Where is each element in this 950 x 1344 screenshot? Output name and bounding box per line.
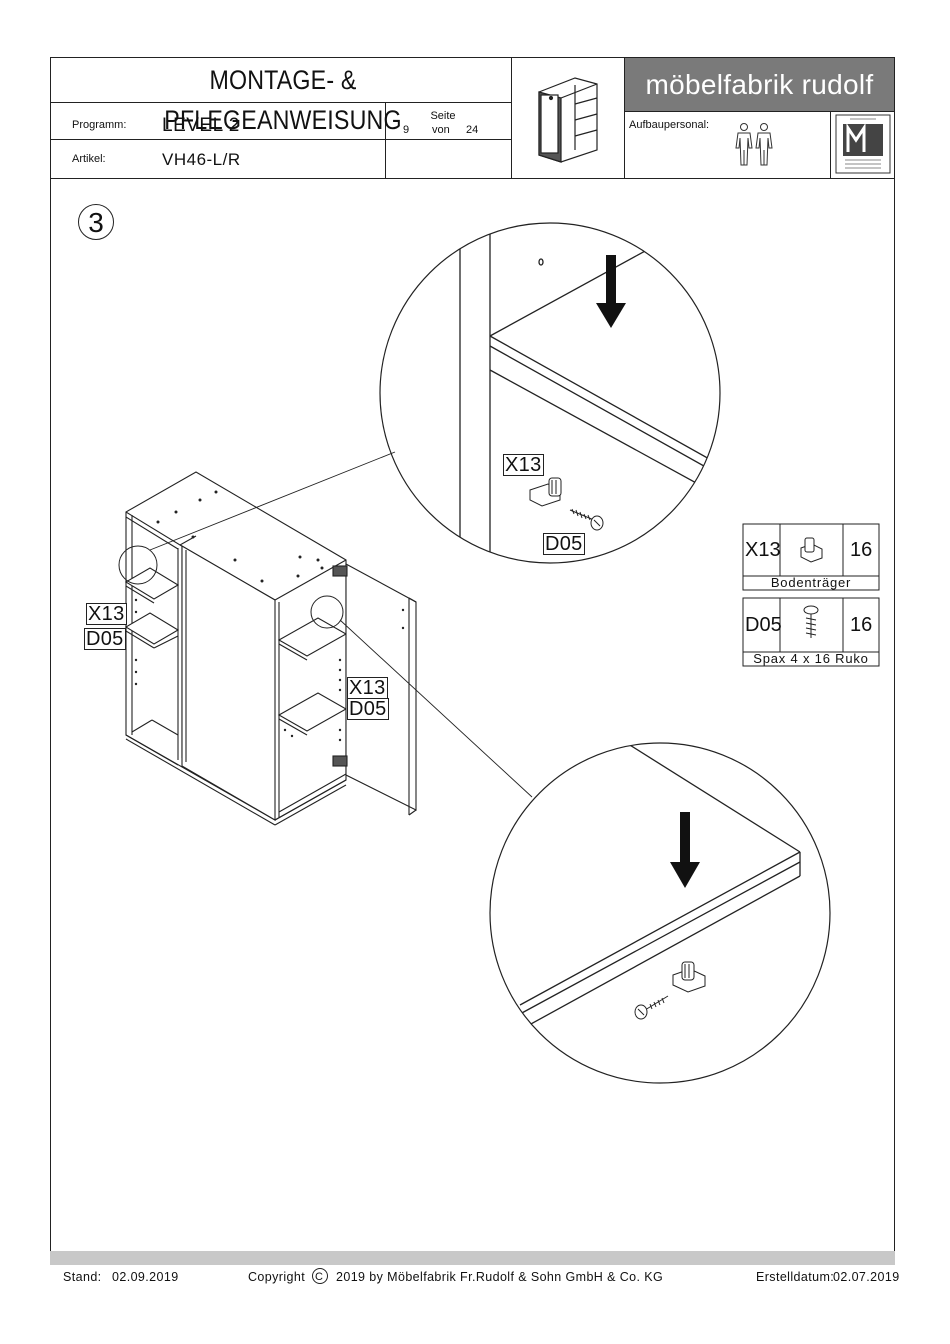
header-divider <box>511 57 512 179</box>
header-divider <box>50 102 511 103</box>
footer-bar <box>50 1251 895 1265</box>
parts-table-lines <box>742 523 880 667</box>
copyright-symbol: C <box>315 1271 324 1283</box>
header-divider <box>624 57 625 179</box>
shelf-support-icon <box>529 477 562 507</box>
header-divider <box>50 139 511 140</box>
copyright-text: 2019 by Möbelfabrik Fr.Rudolf & Sohn Gmb… <box>336 1270 664 1284</box>
leader-line <box>149 451 396 551</box>
zoom-detail-top <box>459 223 720 563</box>
arrow-down-icon <box>596 255 626 328</box>
created-date: 02.07.2019 <box>833 1270 900 1284</box>
document-title: MONTAGE- & PFLEGEANWEISUNG <box>164 65 402 135</box>
program-value: LEVEL 2 <box>162 115 240 136</box>
header-divider <box>385 102 386 179</box>
page-current: 9 <box>403 124 410 136</box>
part-quantity: 16 <box>850 539 873 561</box>
screw-icon <box>569 508 604 531</box>
screw-icon <box>803 605 819 638</box>
personnel-label: Aufbaupersonal: <box>629 119 710 131</box>
program-label: Programm: <box>72 119 127 131</box>
article-label: Artikel: <box>72 153 106 165</box>
callout-x13-zoom: X13 <box>503 454 544 476</box>
part-name: Spax 4 x 16 Ruko <box>753 651 869 666</box>
leader-line <box>339 619 533 798</box>
arrow-down-icon <box>670 812 700 888</box>
stand-label: Stand: <box>63 1270 102 1284</box>
copyright-circle <box>312 1268 328 1284</box>
person-icon <box>735 123 753 166</box>
drill-holes <box>134 490 405 742</box>
callout-d05-right: D05 <box>347 698 389 720</box>
cabinet-drawing <box>124 471 417 826</box>
callout-x13-right: X13 <box>347 677 388 699</box>
part-code: X13 <box>745 539 781 561</box>
quality-seal-icon <box>835 114 891 174</box>
article-value: VH46-L/R <box>162 150 241 169</box>
screw-icon <box>634 995 669 1020</box>
header-divider <box>830 111 831 179</box>
copyright-label: Copyright <box>248 1270 306 1284</box>
callout-d05-left: D05 <box>84 628 126 650</box>
callout-d05-zoom: D05 <box>543 533 585 555</box>
stand-date: 02.09.2019 <box>112 1270 179 1284</box>
page-total: 24 <box>466 124 479 136</box>
zoom-detail-bottom <box>519 743 801 1031</box>
detail-marker-right <box>310 595 344 629</box>
detail-marker-left <box>118 545 158 585</box>
header-divider <box>50 178 895 179</box>
cabinet-thumbnail-icon <box>538 77 598 163</box>
brand-logo: möbelfabrik rudolf <box>625 58 894 111</box>
part-name: Bodenträger <box>770 575 852 590</box>
part-quantity: 16 <box>850 614 873 636</box>
page-label: Seite <box>430 110 456 122</box>
callout-x13-left: X13 <box>86 603 127 625</box>
header-divider <box>624 111 895 112</box>
shelf-support-icon <box>800 537 823 563</box>
page-of-label: von <box>432 124 450 136</box>
shelf-support-icon <box>672 961 706 993</box>
part-code: D05 <box>745 614 782 636</box>
person-icon <box>755 123 773 166</box>
step-number: 3 <box>78 204 114 240</box>
created-label: Erstelldatum: <box>756 1270 835 1284</box>
